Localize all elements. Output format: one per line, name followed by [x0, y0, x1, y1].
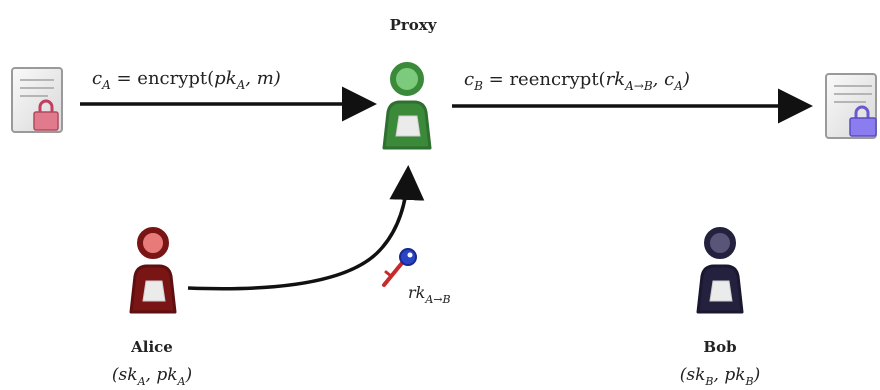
rekey-arrow	[187, 165, 425, 291]
proxy-person-icon	[382, 62, 432, 150]
key-icon	[382, 248, 417, 287]
alice-keys: (skA, pkA)	[112, 365, 192, 388]
alice-label: Alice	[130, 338, 173, 356]
locked-document-red-icon	[11, 67, 63, 133]
alice-person-icon	[129, 227, 177, 314]
bob-keys: (skB, pkB)	[680, 365, 761, 388]
reencrypt-label: cB = reencrypt(rkA→B, cA)	[464, 69, 690, 93]
locked-document-blue-icon	[825, 73, 877, 139]
rekey-label: rkA→B	[408, 283, 451, 306]
encrypt-label: cA = encrypt(pkA, m)	[92, 68, 281, 92]
bob-label: Bob	[703, 338, 736, 356]
bob-person-icon	[696, 227, 744, 314]
proxy-label: Proxy	[390, 16, 438, 34]
